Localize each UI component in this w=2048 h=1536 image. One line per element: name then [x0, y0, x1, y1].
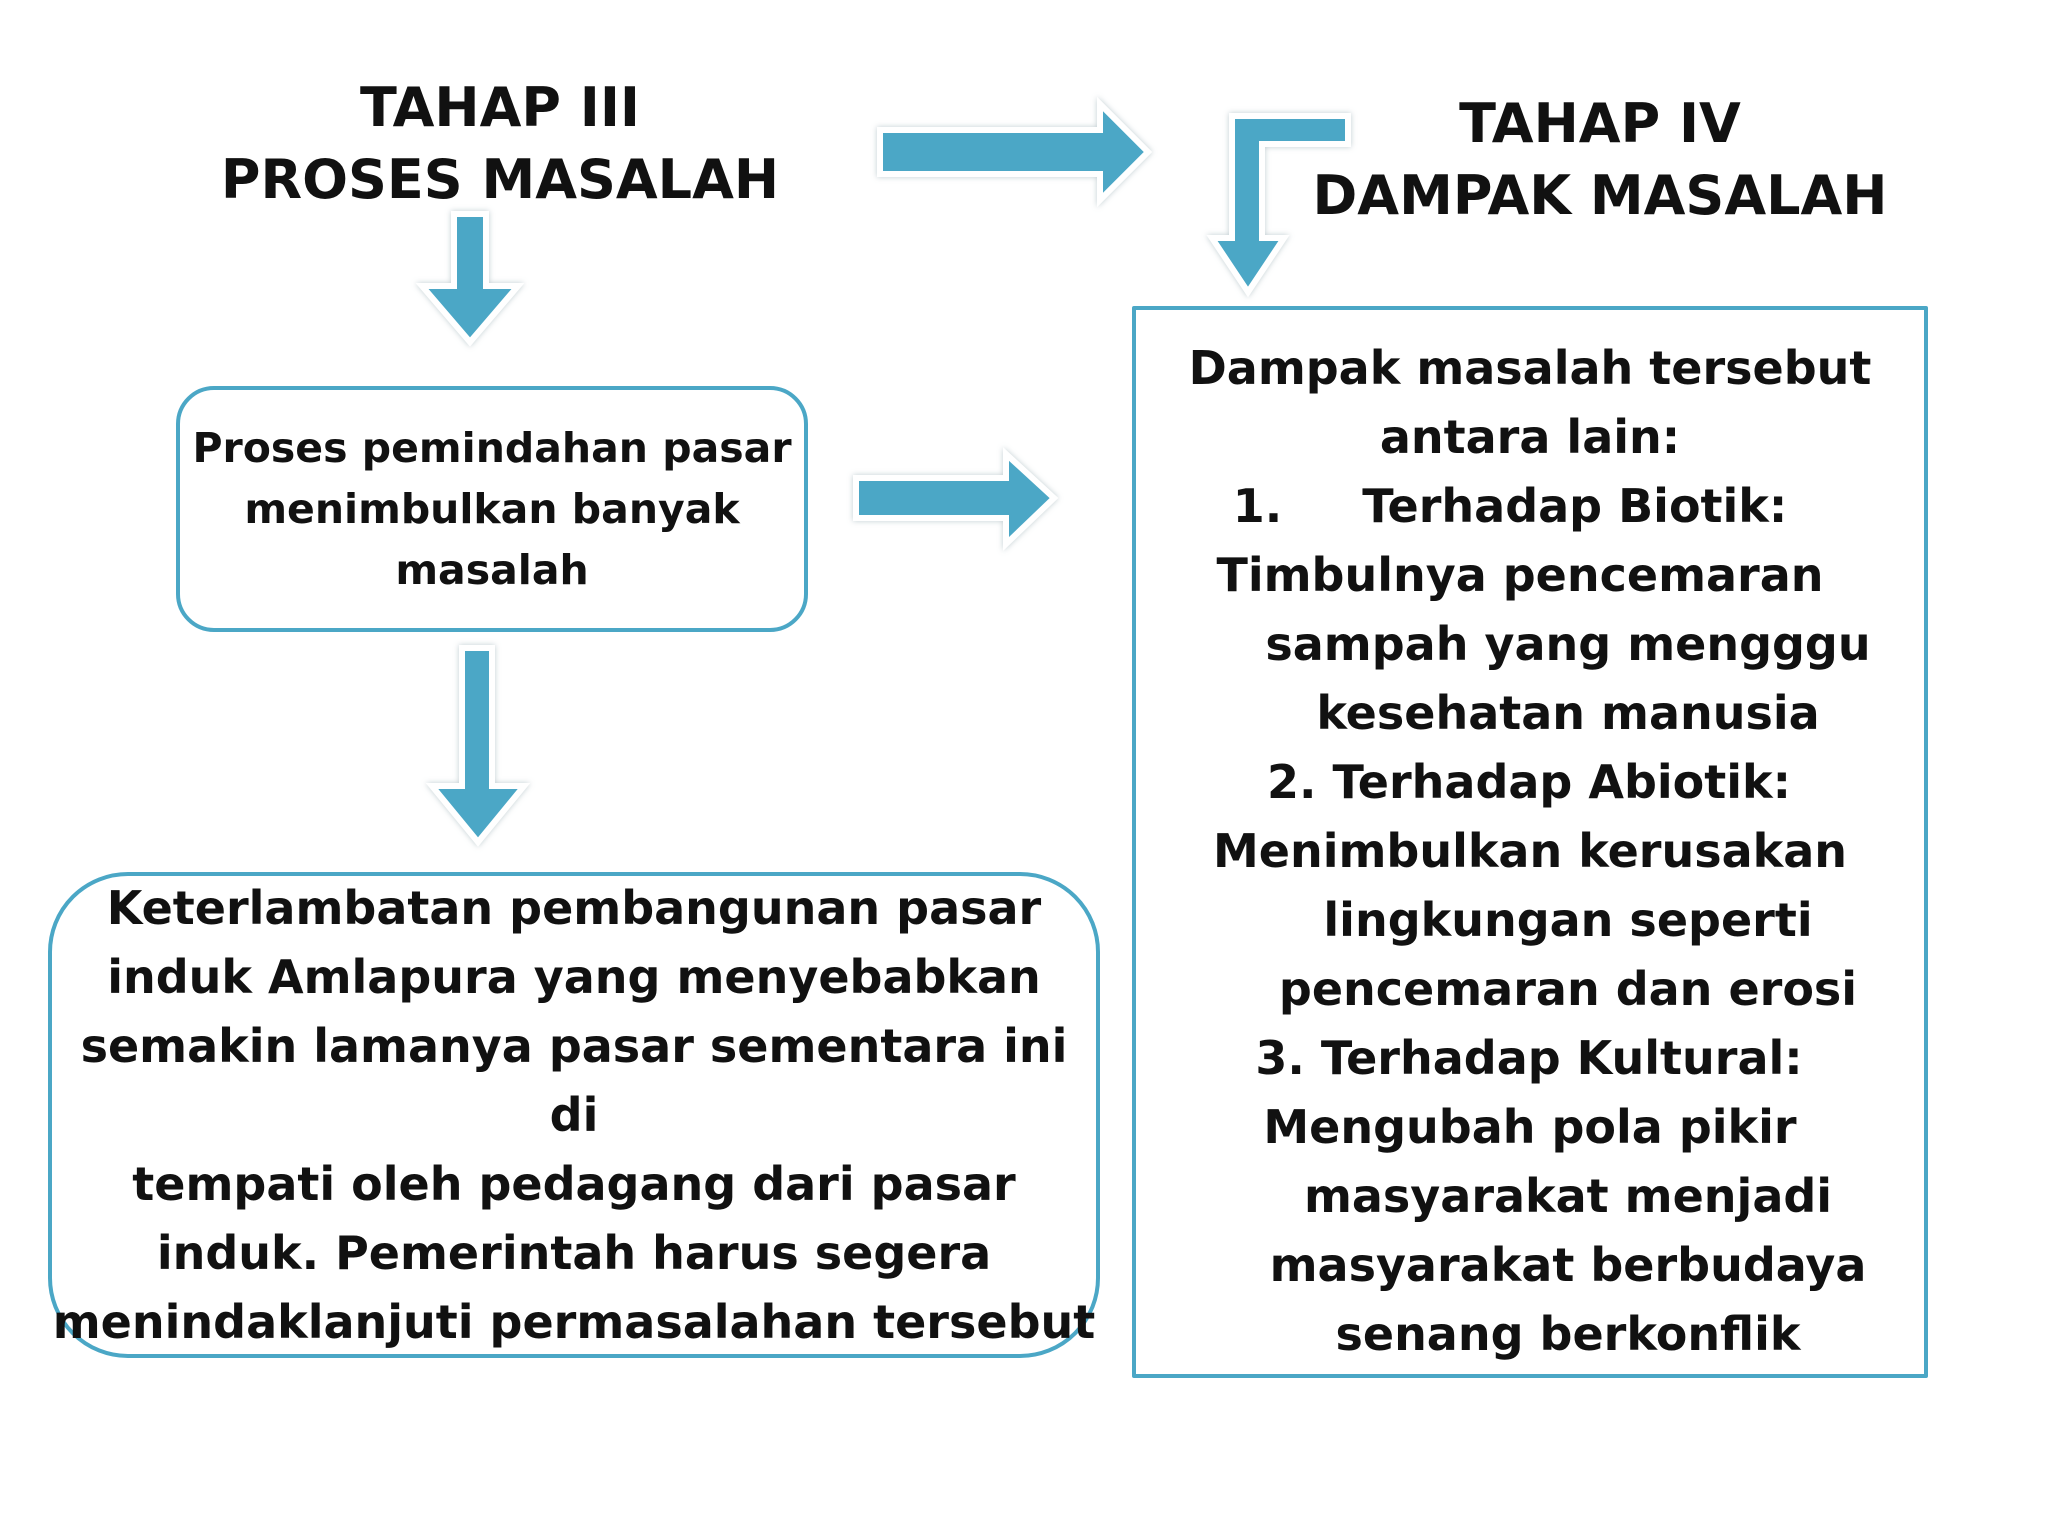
impact-item-line: kesehatan manusia: [1316, 686, 1820, 740]
delay-box: Keterlambatan pembangunan pasar induk Am…: [48, 872, 1100, 1358]
bent-down-arrow-icon: [1206, 113, 1351, 298]
process-box: Proses pemindahan pasar menimbulkan bany…: [176, 386, 808, 632]
impact-item-line: Mengubah pola pikir: [1263, 1100, 1797, 1154]
delay-line: induk. Pemerintah harus segera: [156, 1225, 992, 1280]
impact-item-heading: 3. Terhadap Kultural:: [1255, 1031, 1803, 1085]
impact-item-line: pencemaran dan erosi: [1278, 962, 1858, 1016]
impact-intro-line: Dampak masalah tersebut: [1188, 341, 1872, 395]
stage4-title-line2: DAMPAK MASALAH: [1312, 164, 1888, 227]
impact-item-line: Timbulnya pencemaran: [1216, 548, 1824, 602]
impact-item-line: senang berkonflik: [1335, 1307, 1801, 1361]
stage4-heading: TAHAP IV DAMPAK MASALAH: [1260, 88, 1940, 232]
impact-item-line: Menimbulkan kerusakan: [1212, 824, 1848, 878]
process-line: Proses pemindahan pasar: [192, 423, 792, 472]
down-arrow-top-icon: [415, 211, 525, 347]
impact-item-heading: 1. Terhadap Biotik:: [1232, 479, 1788, 533]
impact-item-line: masyarakat menjadi: [1303, 1169, 1833, 1223]
impact-intro-line: antara lain:: [1379, 410, 1681, 464]
delay-line: induk Amlapura yang menyebabkan: [107, 949, 1041, 1004]
impact-item-heading: 2. Terhadap Abiotik:: [1267, 755, 1791, 809]
delay-line: menindaklanjuti permasalahan tersebut: [52, 1294, 1096, 1349]
stage3-heading: TAHAP III PROSES MASALAH: [180, 72, 820, 216]
impact-item-line: masyarakat berbudaya: [1269, 1238, 1867, 1292]
stage3-title-line2: PROSES MASALAH: [220, 148, 780, 211]
middle-right-arrow-icon: [853, 447, 1059, 552]
delay-line: Keterlambatan pembangunan pasar: [106, 880, 1042, 935]
stage4-title-line1: TAHAP IV: [1459, 92, 1741, 155]
delay-line: semakin lamanya pasar sementara ini di: [80, 1018, 1068, 1142]
top-right-arrow-icon: [877, 96, 1153, 208]
process-line: masalah: [395, 545, 589, 594]
stage3-title-line1: TAHAP III: [359, 76, 641, 139]
impact-item-line: sampah yang mengggu: [1265, 617, 1871, 671]
impact-box: Dampak masalah tersebut antara lain: 1. …: [1132, 306, 1928, 1378]
process-line: menimbulkan banyak: [244, 484, 740, 533]
delay-line: tempati oleh pedagang dari pasar: [132, 1156, 1016, 1211]
impact-item-line: lingkungan seperti: [1323, 893, 1813, 947]
down-arrow-bottom-icon: [425, 645, 531, 847]
